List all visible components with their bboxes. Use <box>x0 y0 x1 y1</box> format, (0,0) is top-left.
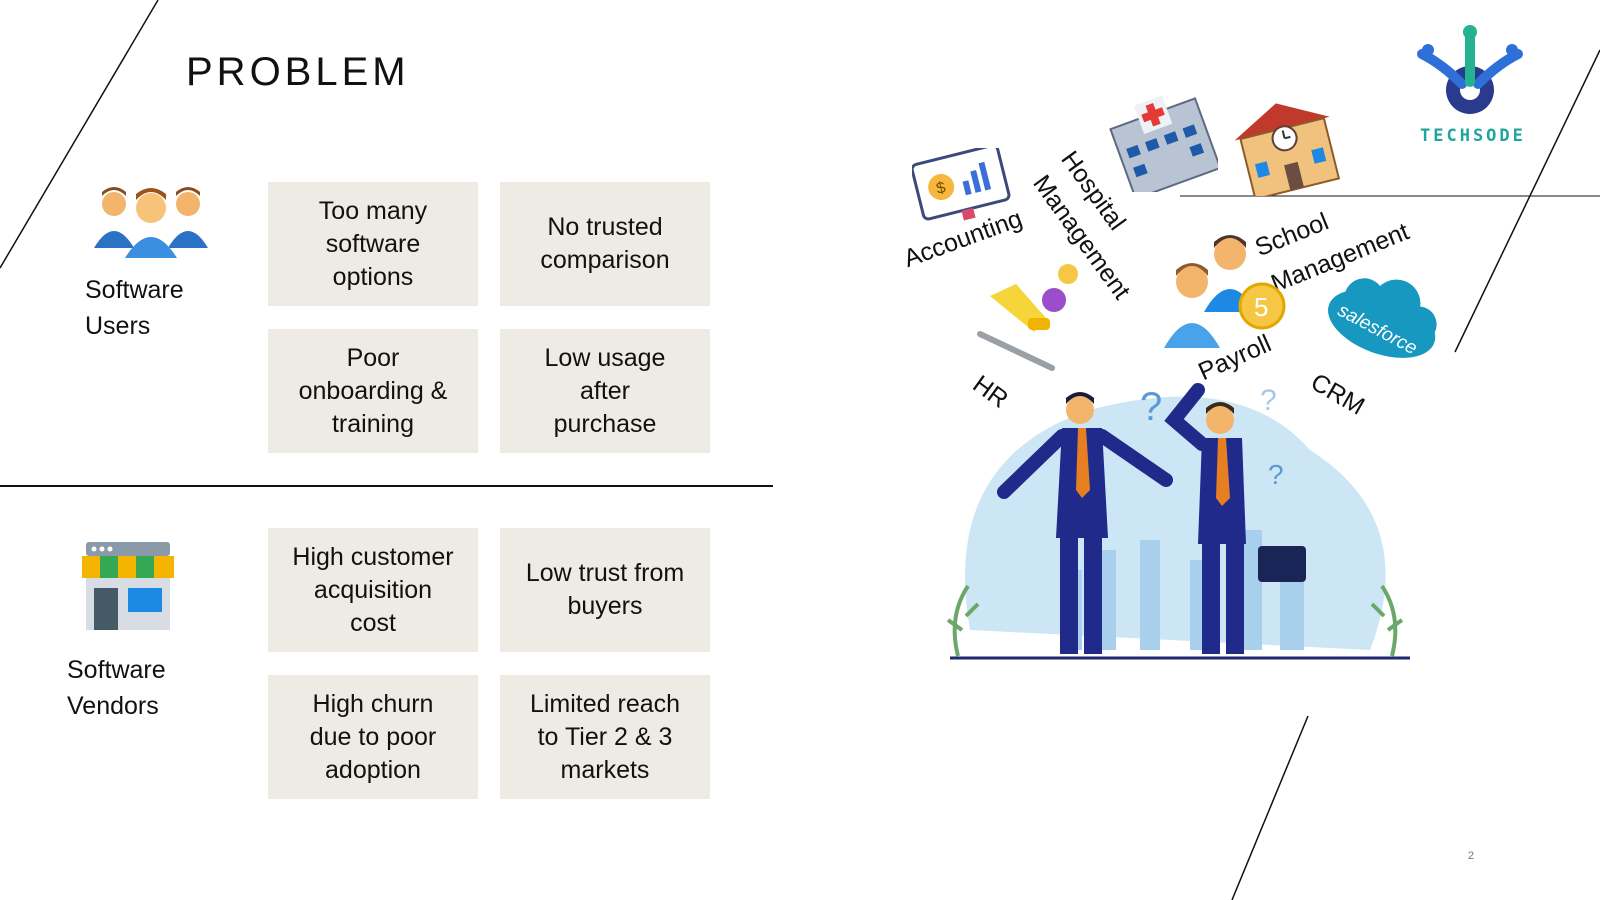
techsode-logo-icon <box>1417 25 1523 114</box>
page-number: 2 <box>1467 850 1474 862</box>
svg-text:?: ? <box>1000 426 1014 456</box>
svg-text:5: 5 <box>1254 292 1268 322</box>
confused-businessmen-illustration: ? ? ? ? <box>946 383 1410 660</box>
salesforce-cloud-icon <box>1328 278 1437 358</box>
section-divider <box>0 485 773 487</box>
users-label-line2: Users <box>85 312 151 340</box>
svg-text:$: $ <box>935 179 948 198</box>
accounting-monitor-icon: $ <box>912 148 1011 221</box>
vendors-label-line1: Software <box>67 656 166 684</box>
svg-text:?: ? <box>1268 459 1284 490</box>
hospital-building-icon <box>1109 95 1218 192</box>
hr-icon <box>977 264 1078 371</box>
users-label: Software Users <box>85 272 184 344</box>
payroll-people-icon: 5 <box>1164 235 1286 348</box>
school-building-icon <box>1234 103 1341 196</box>
vendors-label-line2: Vendors <box>67 692 159 720</box>
storefront-icon <box>82 542 174 630</box>
vendors-label: Software Vendors <box>67 652 166 724</box>
logo-text: TECHSODE <box>1420 126 1526 146</box>
svg-text:?: ? <box>1260 384 1277 417</box>
users-label-line1: Software <box>85 276 184 304</box>
slide-title: PROBLEM <box>186 50 410 94</box>
users-group-icon <box>94 187 208 258</box>
svg-text:?: ? <box>1140 385 1162 429</box>
